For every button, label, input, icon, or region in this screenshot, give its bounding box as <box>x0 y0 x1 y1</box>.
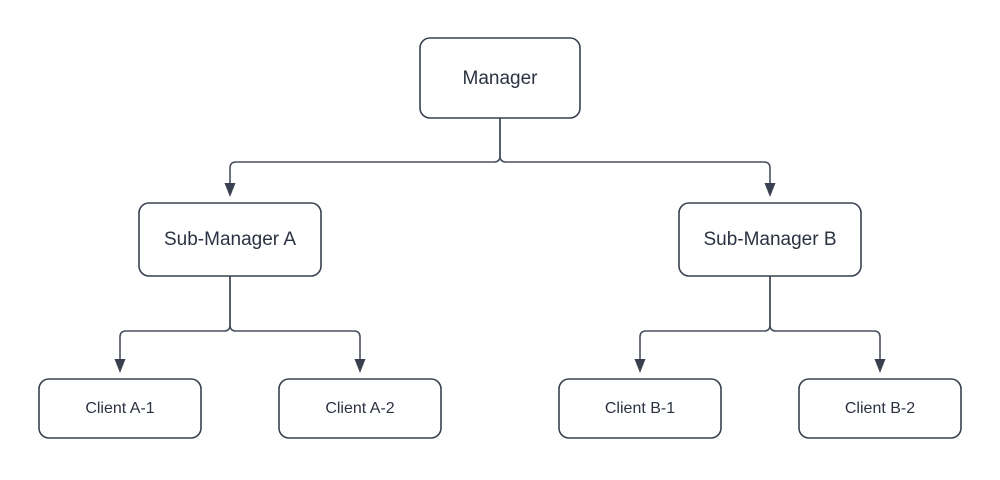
node-client-a2-label: Client A-2 <box>325 400 394 417</box>
node-sub-manager-b-label: Sub-Manager B <box>703 229 836 250</box>
node-client-b2-label: Client B-2 <box>845 400 915 417</box>
node-client-b1[interactable]: Client B-1 <box>558 378 722 439</box>
node-client-a1-box[interactable] <box>38 378 202 439</box>
arrowhead-icon <box>764 183 776 197</box>
node-sub-manager-b[interactable]: Sub-Manager B <box>678 202 862 277</box>
node-manager[interactable]: Manager <box>419 37 581 119</box>
node-client-b1-label: Client B-1 <box>605 400 675 417</box>
node-client-a2-box[interactable] <box>278 378 442 439</box>
edge-sub-manager-a-to-client-a1 <box>114 276 231 373</box>
node-client-a2[interactable]: Client A-2 <box>278 378 442 439</box>
node-manager-box[interactable] <box>419 37 581 119</box>
edge-sub-manager-b-to-client-b2 <box>769 276 886 373</box>
node-client-a1[interactable]: Client A-1 <box>38 378 202 439</box>
node-client-b2[interactable]: Client B-2 <box>798 378 962 439</box>
edge-manager-to-sub-manager-b <box>499 118 776 197</box>
arrowhead-icon <box>874 359 886 373</box>
node-sub-manager-a-box[interactable] <box>138 202 322 277</box>
node-client-b2-box[interactable] <box>798 378 962 439</box>
node-client-b1-box[interactable] <box>558 378 722 439</box>
edge-sub-manager-b-to-client-b1 <box>634 276 771 373</box>
edge-manager-to-sub-manager-a <box>224 118 501 197</box>
node-sub-manager-a-label: Sub-Manager A <box>164 229 296 250</box>
arrowhead-icon <box>634 359 646 373</box>
node-sub-manager-a[interactable]: Sub-Manager A <box>138 202 322 277</box>
node-client-a1-label: Client A-1 <box>85 400 154 417</box>
arrowhead-icon <box>114 359 126 373</box>
node-sub-manager-b-box[interactable] <box>678 202 862 277</box>
edge-sub-manager-a-to-client-a2 <box>229 276 366 373</box>
arrowhead-icon <box>354 359 366 373</box>
arrowhead-icon <box>224 183 236 197</box>
node-manager-label: Manager <box>463 68 539 89</box>
